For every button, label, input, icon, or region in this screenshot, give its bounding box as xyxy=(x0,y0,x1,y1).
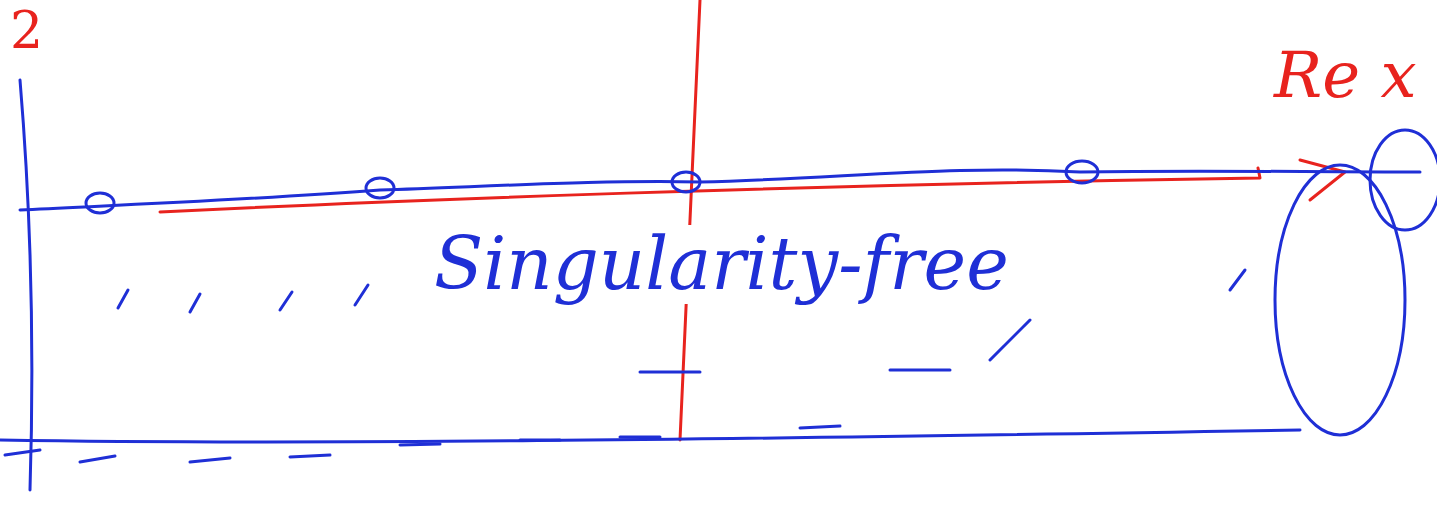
tube-end xyxy=(1370,130,1437,230)
right-end-ellipse xyxy=(1275,165,1405,435)
imaginary-axis xyxy=(680,0,700,440)
real-axis xyxy=(160,168,1260,212)
strip-top-edge xyxy=(20,170,1420,210)
pole-circle xyxy=(366,178,394,198)
left-end xyxy=(20,80,32,490)
corner-number: 2 xyxy=(6,2,47,59)
pole-circle xyxy=(86,193,114,213)
region-label: Singularity-free xyxy=(430,225,1013,304)
strip-bottom-edge xyxy=(0,430,1300,442)
axis-label: Re x xyxy=(1270,40,1421,110)
pole-circle xyxy=(672,172,700,192)
pole-circle xyxy=(1066,161,1098,183)
